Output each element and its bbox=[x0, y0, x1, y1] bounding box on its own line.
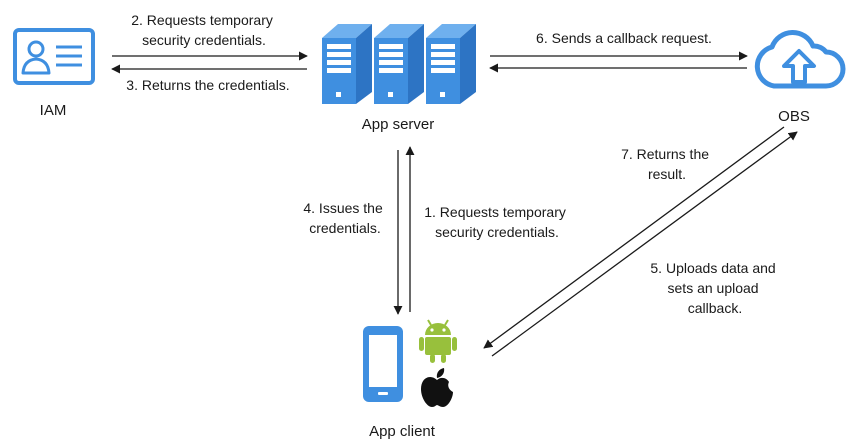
server-unit bbox=[374, 24, 424, 104]
step-4-label: 4. Issues the credentials. bbox=[303, 200, 386, 236]
step-5-label: 5. Uploads data and sets an upload callb… bbox=[650, 260, 779, 316]
arrow-step-7 bbox=[483, 126, 785, 349]
app-server-node: App server bbox=[322, 24, 476, 133]
step-3-label: 3. Returns the credentials. bbox=[126, 77, 289, 93]
step-2-label: 2. Requests temporary security credentia… bbox=[131, 12, 277, 48]
obs-node: OBS bbox=[754, 29, 846, 125]
iam-label: IAM bbox=[40, 102, 67, 119]
app-server-label: App server bbox=[362, 116, 435, 133]
app-client-label: App client bbox=[369, 423, 436, 440]
cloud-upload-icon bbox=[754, 29, 846, 89]
android-icon bbox=[419, 319, 457, 363]
step-6-label: 6. Sends a callback request. bbox=[536, 30, 712, 46]
app-client-node: App client bbox=[363, 319, 457, 440]
step-labels: 2. Requests temporary security credentia… bbox=[126, 12, 779, 316]
server-unit bbox=[426, 24, 476, 104]
server-unit bbox=[322, 24, 372, 104]
obs-label: OBS bbox=[778, 108, 810, 125]
arrows bbox=[111, 51, 798, 357]
id-card-icon bbox=[13, 28, 95, 85]
iam-node: IAM bbox=[13, 28, 95, 119]
apple-icon bbox=[421, 368, 453, 407]
arrow-step-5 bbox=[491, 131, 798, 357]
step-7-label: 7. Returns the result. bbox=[621, 146, 713, 182]
server-rack-icon bbox=[322, 24, 476, 104]
step-1-label: 1. Requests temporary security credentia… bbox=[424, 204, 570, 240]
smartphone-icon bbox=[363, 326, 403, 402]
